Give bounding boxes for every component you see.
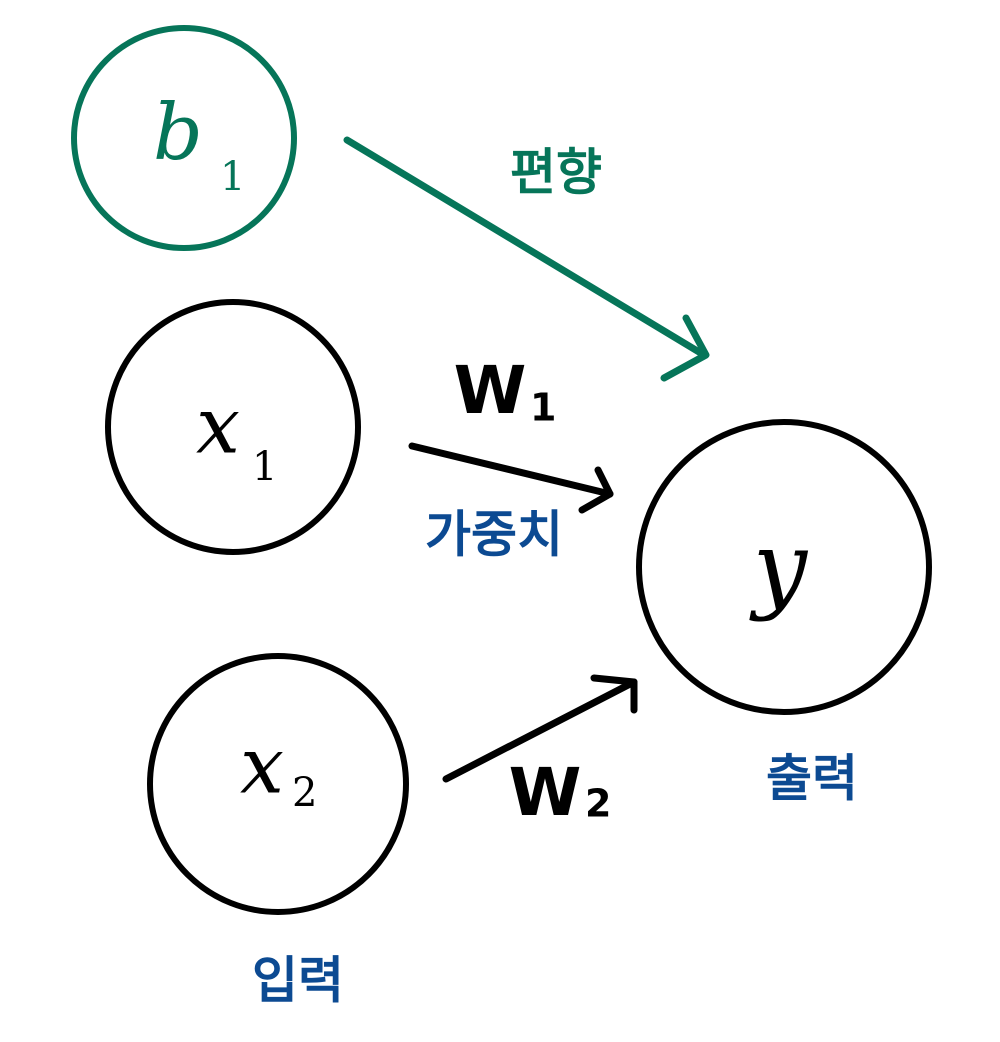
bias-node: b 1 [71,25,297,251]
output-node: y [636,419,932,715]
weight2-label: W 2 [509,754,612,831]
input1-node: x 1 [105,299,361,555]
weight-annotation: 가중치 [425,506,563,564]
bias-edge-line [343,136,708,359]
bias-edge-arrowhead [660,314,710,382]
output-node-symbol: y [749,511,809,623]
bias-annotation: 편향 [510,144,602,202]
weight1-edge-arrowhead [578,466,614,514]
input1-node-subscript: 1 [252,444,277,490]
input2-node-subscript: 2 [292,770,317,816]
bias-edge [343,136,710,382]
weight2-edge-arrowhead [590,674,638,714]
input2-node-symbol: x [240,722,284,812]
bias-node-subscript: 1 [220,154,245,200]
input-annotation: 입력 [252,952,344,1010]
weight1-edge-line [408,442,614,498]
output-annotation: 출력 [766,750,858,808]
bias-node-label: b [153,88,203,178]
bias-node-ring [71,25,297,251]
weight2-edge-line [442,678,638,783]
output-node-ring [636,419,932,715]
input1-node-symbol: x [196,382,240,472]
weight1-edge [408,442,614,514]
input1-node-ring [105,299,361,555]
bias-node-symbol: b [153,88,203,178]
weight2-subscript: 2 [585,782,611,826]
input2-node: x 2 [147,653,409,915]
weight2-edge [442,674,638,783]
weight2-symbol: W [509,754,582,831]
weight1-label: W 1 [454,352,557,429]
input2-node-ring [147,653,409,915]
weight1-subscript: 1 [530,386,556,430]
weight1-symbol: W [454,352,527,429]
